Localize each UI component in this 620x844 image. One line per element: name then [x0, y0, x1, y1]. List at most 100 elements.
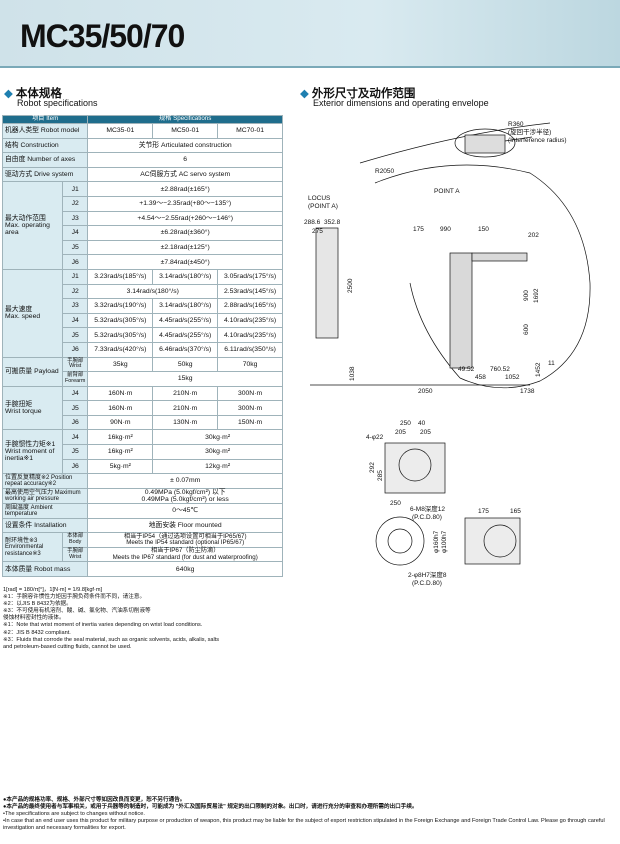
- env-label: 耐环境性※3 Environmental resistance※3: [2, 532, 63, 563]
- note-line: ※2：JIS B 8432 compliant.: [3, 629, 71, 636]
- dim-section-subtitle: Exterior dimensions and operating envelo…: [313, 98, 489, 108]
- dim-458: 458: [475, 374, 486, 381]
- speed-cell: 4.10rad/s(235°/s): [217, 312, 283, 329]
- spec-section-subtitle: Robot specifications: [17, 98, 98, 108]
- axes-label: 自由度 Number of axes: [1, 152, 89, 168]
- joint-cell: J6: [61, 254, 89, 270]
- wrist-dim-285: 285: [377, 470, 384, 481]
- inertia-cell: 16kg·m²: [87, 444, 154, 460]
- wrist-dim-250b: 250: [390, 500, 401, 507]
- range-value: ±7.84rad(±450°): [87, 254, 283, 270]
- torque-cell: 90N·m: [87, 414, 154, 431]
- dimension-drawing: R360 (旋回干涉半径) (Interference radius) R205…: [304, 121, 591, 587]
- air-value-cn: 0.49MPa (5.0kgf/cm²) 以下: [144, 488, 226, 496]
- torque-cell: 160N·m: [87, 385, 154, 402]
- inertia-cell: 30kg·m²: [152, 444, 283, 460]
- front-robot-body: [449, 252, 473, 369]
- footer-line: ●本产品的规格功率、规格、外部尺寸等如因改良而变更，恕不另行通告。: [3, 797, 186, 803]
- drive-value: AC伺服方式 AC servo system: [87, 166, 283, 183]
- air-label: 最高使用空气压力 Maximum working air pressure: [1, 487, 89, 505]
- wrist-env-sublabel: 手腕部 Wrist: [61, 546, 89, 563]
- locus-label: LOCUS: [308, 195, 331, 202]
- top-view: [359, 122, 551, 164]
- payload-forearm: 15kg: [87, 371, 283, 387]
- env-wrist-en: Meets the IP67 standard (for dust and wa…: [112, 553, 258, 561]
- side-robot-profile: [315, 227, 339, 339]
- speed-cell: 3.05rad/s(175°/s): [217, 268, 283, 285]
- torque-cell: 150N·m: [217, 414, 283, 431]
- operating-envelope: [374, 164, 591, 389]
- speed-label-en: Max. speed: [5, 313, 41, 321]
- table-row: J6±7.84rad(±450°): [3, 254, 283, 270]
- table-row: 驱动方式 Drive system AC伺服方式 AC servo system: [1, 166, 283, 183]
- flange-dim-165: 165: [510, 508, 521, 515]
- joint-cell: J5: [61, 239, 89, 256]
- inertia-cell: 5kg·m²: [87, 458, 154, 475]
- torque-label-en: Wrist torque: [5, 408, 42, 416]
- note-line: and petroleum-based cutting fluids, cann…: [3, 643, 132, 650]
- payload-cell: 50kg: [152, 356, 219, 373]
- table-row: 自由度 Number of axes 6: [1, 152, 283, 168]
- payload-label: 可搬质量 Payload: [2, 356, 63, 387]
- r360-label-cn: (旋回干涉半径): [508, 127, 551, 136]
- flange-side-circle: [483, 524, 517, 558]
- dim-288: 288.6: [304, 219, 321, 226]
- wrist-dim-292: 292: [369, 462, 376, 473]
- joint-cell: J4: [61, 225, 89, 241]
- table-row: 结构 Construction 关节形 Articulated construc…: [1, 137, 283, 154]
- note-line: ※1：Note that wrist moment of inertia var…: [3, 622, 203, 629]
- speed-cell: 5.32rad/s(305°/s): [87, 312, 154, 329]
- point-a-label: POINT A: [434, 188, 460, 195]
- footer-line: •The specifications are subject to chang…: [3, 811, 145, 818]
- model-label: 机器人类型 Robot model: [1, 123, 89, 139]
- dim-900: 900: [523, 290, 530, 301]
- forearm-sublabel: 前臂部 Forearm: [61, 371, 89, 387]
- speed-cell: 3.14rad/s(180°/s): [152, 298, 219, 314]
- install-label: 设置条件 Installation: [1, 517, 89, 534]
- torque-cell: 210N·m: [152, 385, 219, 402]
- wrist-sublabel: 手腕部 Wrist: [61, 356, 89, 373]
- flange-side-body: [464, 517, 521, 565]
- range-value: +4.54～−2.55rad(+260～−146°): [87, 210, 283, 227]
- mass-label: 本体质量 Robot mass: [1, 561, 89, 578]
- dim-1692: 1692: [533, 288, 540, 303]
- header-item: 项目 Item: [1, 115, 89, 124]
- table-row: 耐环境性※3 Environmental resistance※3 本体部 Bo…: [2, 532, 283, 563]
- model-cell: MC70-01: [217, 123, 283, 139]
- table-row: 位置反复精度※2 Position repeat accuracy※2 ± 0.…: [1, 473, 283, 489]
- page-title: MC35/50/70: [20, 18, 185, 54]
- table-header-row: 项目 Item 规格 Specifications: [1, 115, 283, 124]
- inertia-label-en: Wrist moment of inertia※1: [5, 448, 55, 463]
- side-view: [310, 164, 591, 389]
- joint-cell: J6: [61, 458, 89, 475]
- note-line: ※1：手腕容许惯性力矩因手腕负荷条件而不同，请注意。: [3, 594, 146, 601]
- speed-cell: 6.11rad/s(350°/s): [217, 341, 283, 358]
- table-row: 可搬质量 Payload 手腕部 Wrist 35kg 50kg 70kg: [2, 356, 283, 387]
- flange-pcd-label: (P.C.D.80): [412, 514, 442, 521]
- range-label-cn: 最大动作范围: [5, 214, 46, 222]
- inertia-label-cn: 手腕惯性力矩※1: [5, 441, 56, 449]
- joint-cell: J4: [61, 385, 89, 402]
- wrist-view: [384, 442, 446, 494]
- joint-cell: J1: [61, 268, 89, 285]
- dim-1038: 1038: [349, 366, 356, 381]
- body-sublabel: 本体部 Body: [61, 532, 89, 548]
- speed-label-cn: 最大速度: [5, 306, 33, 314]
- joint-cell: J5: [61, 327, 89, 343]
- env-body: 相当于IP54（通过选项设置可相当于IP65/67)Meets the IP54…: [87, 532, 283, 548]
- joint-cell: J2: [61, 283, 89, 300]
- torque-cell: 300N·m: [217, 385, 283, 402]
- env-wrist: 相当于IP67（防尘防滴）Meets the IP67 standard (fo…: [87, 546, 283, 563]
- flange-pin-pcd: (P.C.D.80): [412, 580, 442, 587]
- dim-175: 175: [413, 226, 424, 233]
- air-value-en: 0.49MPa (5.0kgf/cm²) or less: [141, 495, 229, 503]
- range-label-en: Max. operating area: [5, 222, 50, 237]
- inertia-cell: 30kg·m²: [152, 429, 283, 446]
